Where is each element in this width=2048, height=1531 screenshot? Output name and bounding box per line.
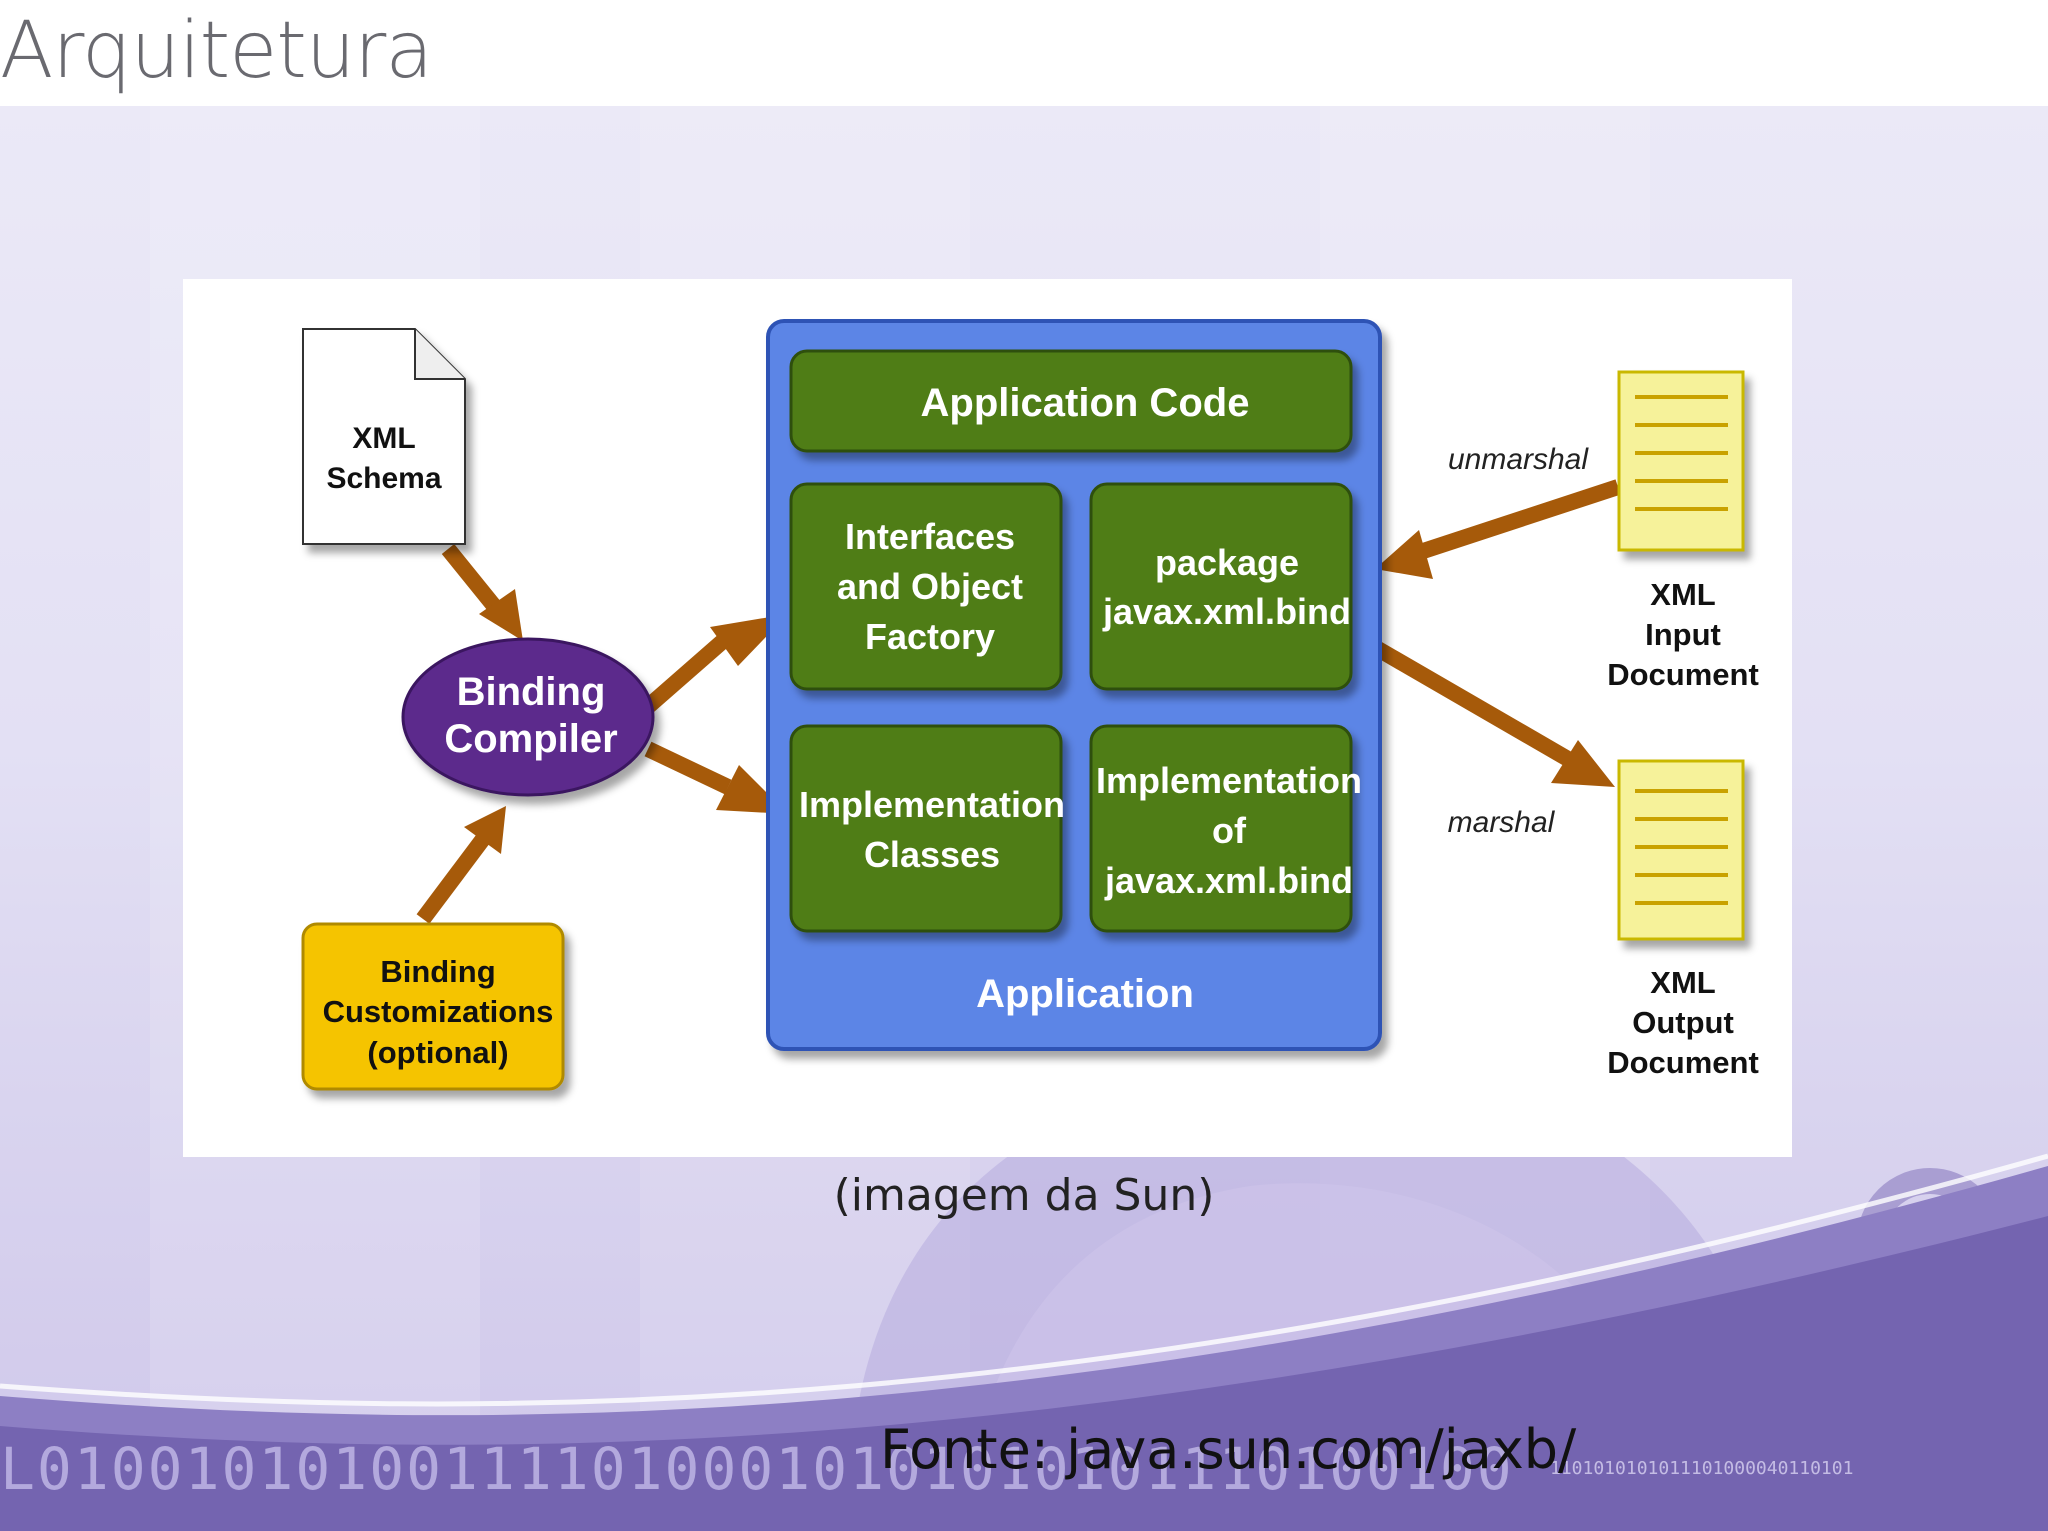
xml-input-document-icon [1617, 370, 1745, 552]
binding-customizations-box [301, 922, 565, 1091]
xml-output-label-3: Document [1607, 1045, 1759, 1080]
source-link: Fonte: java.sun.com/jaxb/ [880, 1418, 1577, 1481]
binding-customizations-label-3: (optional) [367, 1035, 508, 1070]
xml-input-label-2: Input [1645, 617, 1721, 652]
binding-compiler-label-1: Binding [457, 670, 606, 714]
binary-strip-small: 1101010101011101000040110101 [1550, 1458, 1854, 1479]
marshal-label: marshal [1448, 806, 1556, 839]
slide-title: Arquitetura [0, 6, 433, 96]
implementation-classes-box [789, 724, 1063, 933]
binary-strip: L010010101001111010001010101010111010010… [0, 1435, 1514, 1503]
unmarshal-label: unmarshal [1448, 443, 1589, 476]
interfaces-label-3: Factory [865, 616, 995, 657]
xml-output-document-icon [1617, 759, 1745, 941]
implementation-bind-box [1089, 724, 1353, 933]
application-label: Application [976, 972, 1194, 1016]
xml-schema-document [302, 328, 466, 545]
package-box [1089, 482, 1353, 691]
arrow-marshal [1373, 642, 1615, 787]
binding-compiler-label-2: Compiler [444, 717, 617, 761]
arrow-customizations-to-compiler [416, 806, 506, 924]
binding-compiler-ellipse [401, 637, 655, 797]
interfaces-label-1: Interfaces [845, 516, 1015, 557]
xml-output-label-1: XML [1650, 965, 1715, 1000]
package-label-2: javax.xml.bind [1102, 591, 1351, 632]
interfaces-box [789, 482, 1063, 691]
implementation-classes-label-1: Implementation [799, 784, 1065, 825]
implementation-bind-label-2: of [1212, 810, 1247, 851]
architecture-diagram: XML Schema Binding Compiler Binding Cust… [183, 279, 1792, 1157]
arrow-unmarshal [1375, 479, 1621, 579]
arrow-schema-to-compiler [441, 543, 523, 641]
implementation-bind-label-1: Implementation [1096, 760, 1362, 801]
image-caption: (imagem da Sun) [833, 1170, 1215, 1221]
xml-schema-label-2: Schema [326, 462, 441, 495]
xml-input-label-3: Document [1607, 657, 1759, 692]
interfaces-label-2: and Object [837, 566, 1023, 607]
implementation-classes-label-2: Classes [864, 834, 1000, 875]
xml-input-label-1: XML [1650, 577, 1715, 612]
application-code-box [789, 349, 1353, 453]
binding-customizations-label-1: Binding [380, 954, 495, 989]
binding-customizations-label-2: Customizations [323, 994, 554, 1029]
application-code-label: Application Code [921, 381, 1250, 425]
xml-schema-label-1: XML [352, 422, 415, 455]
implementation-bind-label-3: javax.xml.bind [1104, 860, 1353, 901]
package-label-1: package [1155, 542, 1299, 583]
xml-output-label-2: Output [1632, 1005, 1734, 1040]
